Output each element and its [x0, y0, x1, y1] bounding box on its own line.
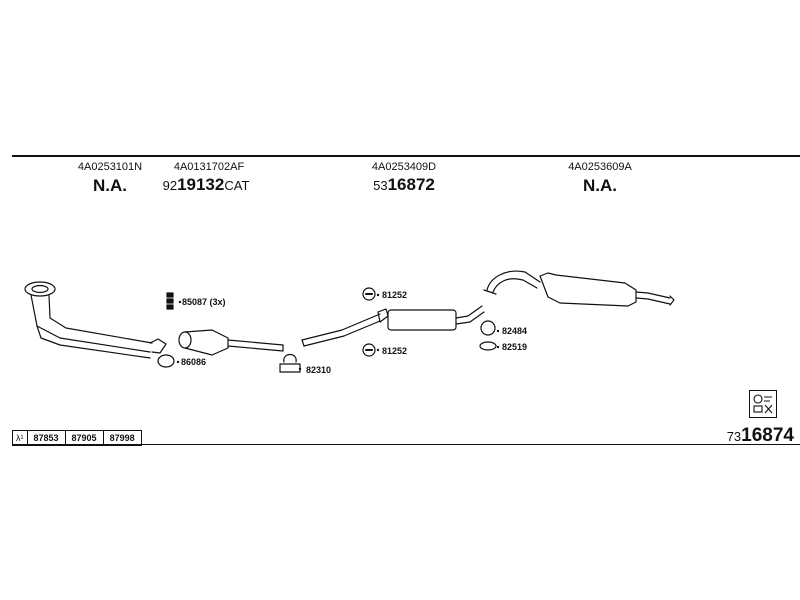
- part-ref-3: 5316872: [373, 176, 435, 193]
- catalytic-converter: [178, 329, 284, 356]
- front-pipe: [24, 281, 167, 359]
- oem-number-4: 4A0253609A: [568, 161, 632, 173]
- part-ref-2-number: 19132: [177, 175, 225, 194]
- part-label-85087: 85087 (3x): [182, 297, 226, 307]
- lambda-symbol: λ¹: [16, 433, 24, 443]
- lambda-cell-2: 87905: [64, 431, 103, 445]
- part-ref-3-prefix: 53: [373, 178, 388, 193]
- bottom-rule: [12, 444, 800, 445]
- kit-code-prefix: 73: [726, 429, 742, 444]
- part-label-82519: 82519: [502, 342, 528, 352]
- part-ref-2-suffix: CAT: [224, 178, 250, 193]
- mounting-kit-icon: [749, 390, 777, 418]
- part-ref-3-number: 16872: [387, 175, 435, 194]
- oem-number-3: 4A0253409D: [371, 161, 437, 173]
- oem-number-1: 4A0253101N: [77, 161, 143, 173]
- part-label-82484: 82484: [502, 326, 528, 336]
- centre-silencer: [377, 305, 485, 331]
- ring-82484: [480, 320, 496, 336]
- lambda-cell-3: 87998: [102, 431, 141, 445]
- rear-silencer: [483, 270, 675, 307]
- part-ref-2: 9219132CAT: [163, 176, 250, 193]
- lambda-cell-1: 87853: [26, 431, 65, 445]
- top-rule: [12, 155, 800, 157]
- oem-number-2: 4A0131702AF: [173, 161, 245, 173]
- not-available-1: N.A.: [93, 176, 127, 195]
- gasket-set-85087: [166, 292, 174, 310]
- kit-code: 7316874: [727, 425, 794, 447]
- clamp-82310: [279, 353, 301, 373]
- gasket-86086: [157, 354, 175, 368]
- gasket-82519: [479, 341, 497, 351]
- part-label-82310: 82310: [306, 365, 332, 375]
- kit-code-number: 16874: [741, 425, 794, 446]
- mount-81252-bottom: [362, 343, 376, 357]
- part-label-86086: 86086: [181, 357, 207, 367]
- not-available-4: N.A.: [583, 176, 617, 195]
- lambda-sensor-table: λ¹ 87853 87905 87998: [12, 430, 142, 446]
- mount-81252-top: [362, 287, 376, 301]
- part-label-81252-bottom: 81252: [382, 346, 408, 356]
- part-label-81252-top: 81252: [382, 290, 408, 300]
- intermediate-pipe: [301, 313, 381, 347]
- part-ref-2-prefix: 92: [162, 178, 178, 193]
